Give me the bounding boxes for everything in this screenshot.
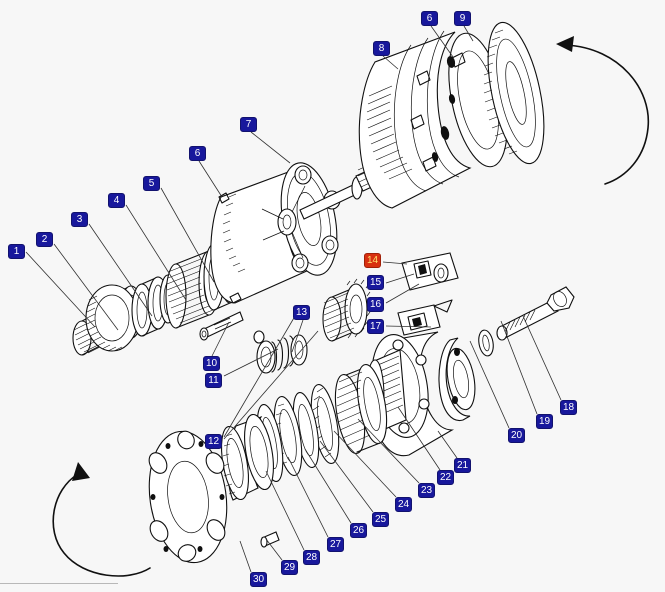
callout-badge-10[interactable]: 10 <box>203 356 221 371</box>
callout-badge-6[interactable]: 6 <box>189 146 206 161</box>
callout-badge-12[interactable]: 12 <box>205 434 223 449</box>
callout-badge-15[interactable]: 15 <box>367 275 385 290</box>
part-group-clutch-drum-stack <box>358 21 545 209</box>
callout-badge-22[interactable]: 22 <box>437 470 455 485</box>
part-group-lower-gear-stack <box>148 363 388 564</box>
callout-badge-27[interactable]: 27 <box>327 537 345 552</box>
callout-badge-7[interactable]: 7 <box>240 117 257 132</box>
rotation-arrow-upper-right <box>556 36 650 185</box>
callout-badge-4[interactable]: 4 <box>108 193 125 208</box>
callout-badge-26[interactable]: 26 <box>350 523 368 538</box>
callout-badge-2[interactable]: 2 <box>36 232 53 247</box>
callout-badge-17[interactable]: 17 <box>367 319 385 334</box>
part-group-planet-carrier <box>210 162 363 304</box>
callout-badge-20[interactable]: 20 <box>508 428 526 443</box>
part-group-retainer-plates <box>397 252 459 336</box>
callout-badge-5[interactable]: 5 <box>143 176 160 191</box>
bottom-rule <box>0 583 118 584</box>
callout-badge-21[interactable]: 21 <box>454 458 472 473</box>
callout-badge-14[interactable]: 14 <box>364 253 382 268</box>
callout-badge-18[interactable]: 18 <box>560 400 578 415</box>
callout-badge-3[interactable]: 3 <box>71 212 88 227</box>
callout-badge-24[interactable]: 24 <box>395 497 413 512</box>
leader-lines <box>25 25 562 573</box>
callout-badge-29[interactable]: 29 <box>281 560 299 575</box>
callout-badge-19[interactable]: 19 <box>536 414 554 429</box>
callout-badge-8[interactable]: 8 <box>373 41 390 56</box>
part-group-left-shaft <box>72 236 241 356</box>
callout-badge-25[interactable]: 25 <box>372 512 390 527</box>
part-group-small-hardware <box>199 311 308 374</box>
callout-badge-9[interactable]: 9 <box>454 11 471 26</box>
callout-badge-11[interactable]: 11 <box>205 373 222 388</box>
part-planet-gear <box>322 278 372 342</box>
callout-badge-6[interactable]: 6 <box>421 11 438 26</box>
part-bolt <box>496 286 575 341</box>
callout-badge-23[interactable]: 23 <box>418 483 436 498</box>
rotation-arrow-lower-left <box>52 462 151 577</box>
callout-badge-30[interactable]: 30 <box>250 572 268 587</box>
callout-badge-28[interactable]: 28 <box>303 550 321 565</box>
callout-badge-1[interactable]: 1 <box>8 244 25 259</box>
callout-badge-16[interactable]: 16 <box>367 297 385 312</box>
callout-badge-13[interactable]: 13 <box>293 305 311 320</box>
